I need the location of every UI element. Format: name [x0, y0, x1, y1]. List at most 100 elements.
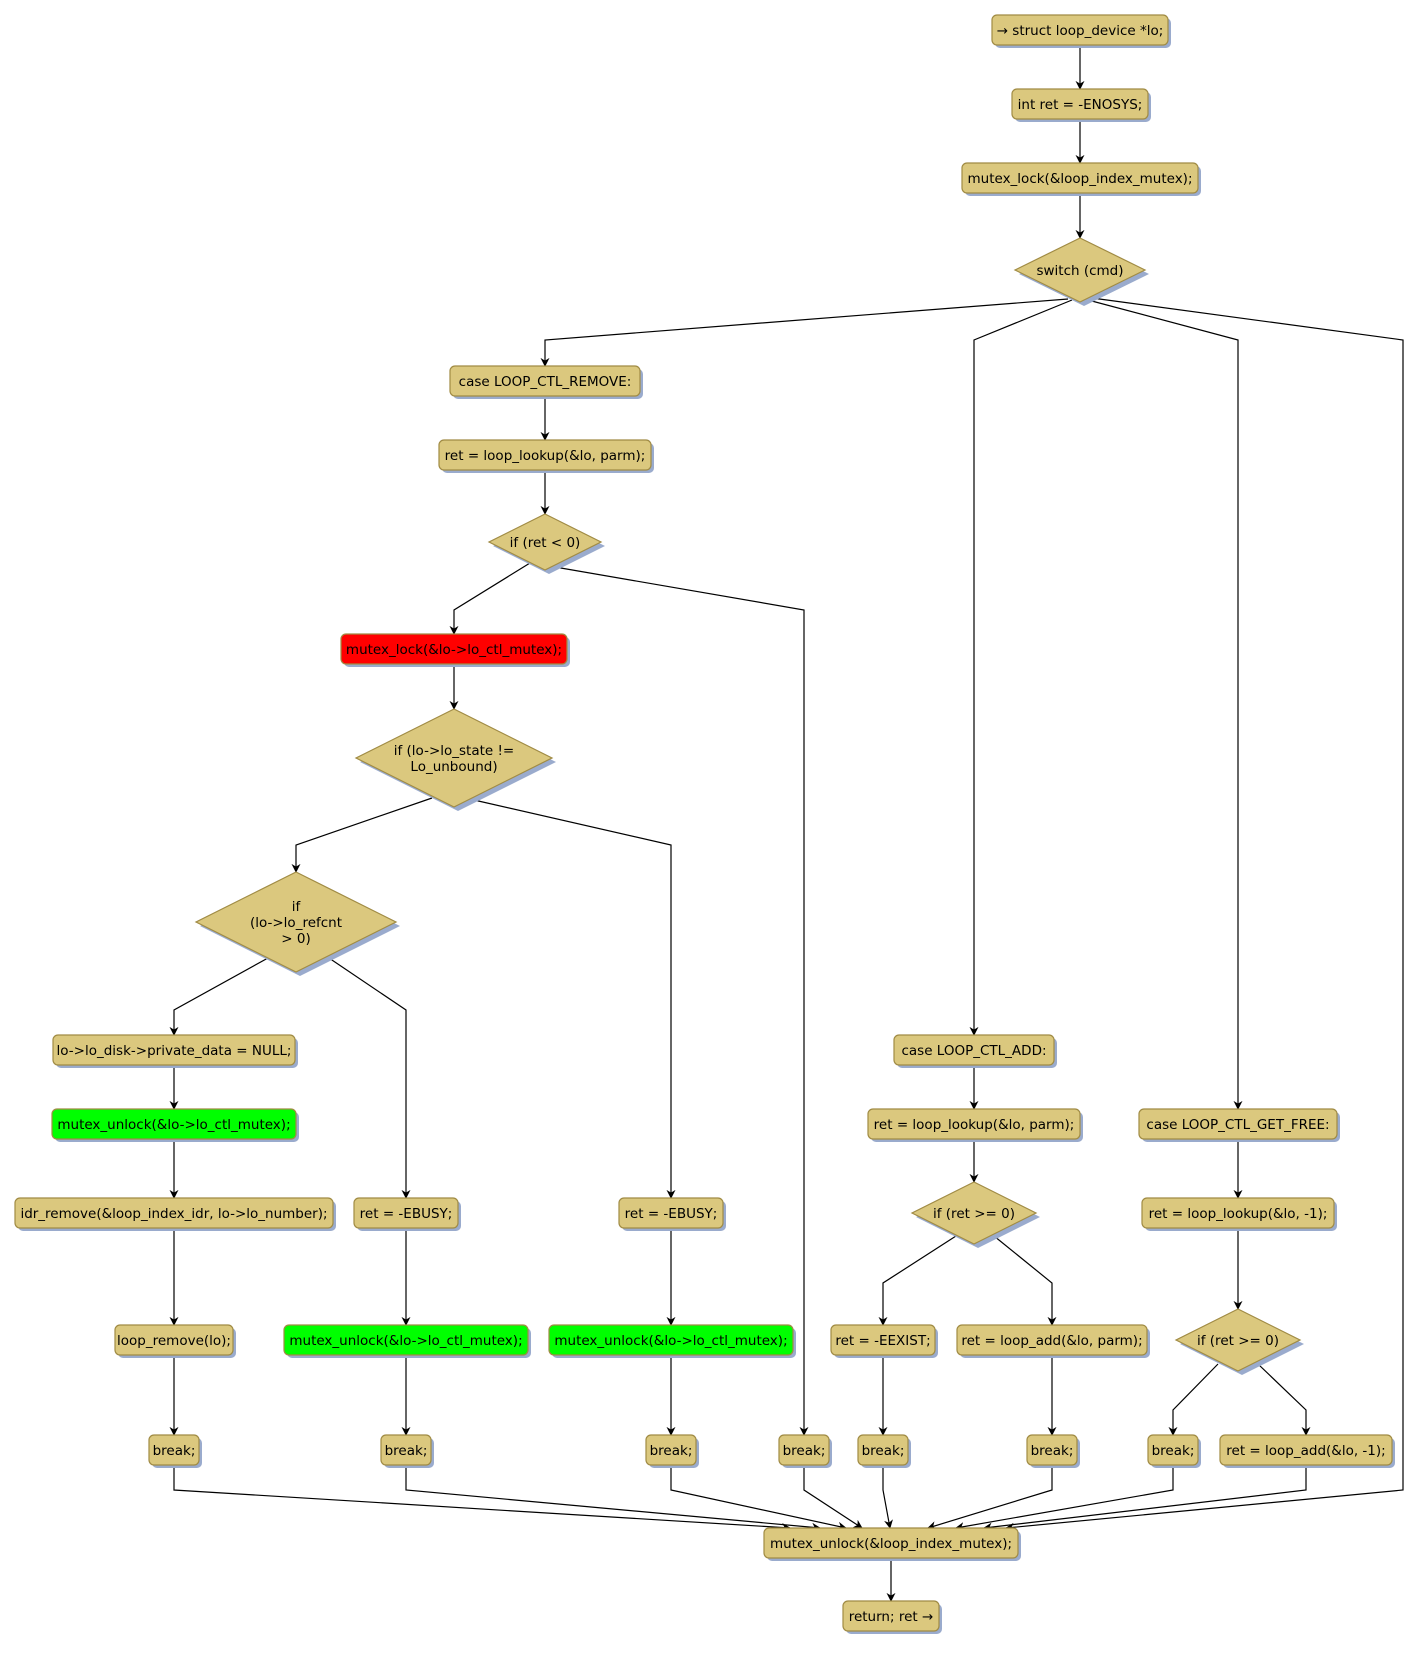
- edge-arrow: [173, 1465, 791, 1532]
- node-label: return; ret →: [849, 1609, 934, 1625]
- decision-shape: [194, 871, 398, 973]
- node-label: ret = -EBUSY;: [625, 1206, 718, 1222]
- node-box: [340, 633, 568, 665]
- edge-arrow: [1257, 1363, 1311, 1436]
- node-label: break;: [862, 1443, 905, 1459]
- node-label: case LOOP_CTL_REMOVE:: [459, 374, 632, 390]
- node-remove-lookup: ret = loop_lookup(&lo, parm);: [438, 439, 654, 473]
- edge-arrow: [169, 957, 269, 1036]
- node-label: ret = -EBUSY;: [360, 1206, 453, 1222]
- node-label: mutex_lock(&loop_index_mutex);: [968, 171, 1193, 187]
- node-box: [842, 1600, 940, 1632]
- decision-label: if (ret >= 0): [933, 1206, 1015, 1222]
- node-label: ret = loop_lookup(&lo, parm);: [445, 448, 646, 464]
- edge-arrow: [803, 1465, 863, 1529]
- node-start: → struct loop_device *lo;: [991, 14, 1171, 48]
- node-label: mutex_lock(&lo->lo_ctl_mutex);: [346, 642, 562, 658]
- node-break-5: break;: [857, 1434, 911, 1468]
- edge-arrow: [955, 1465, 1174, 1532]
- node-case-add: case LOOP_CTL_ADD:: [893, 1034, 1057, 1068]
- node-box: [857, 1434, 909, 1466]
- node-box: [438, 439, 652, 471]
- decision-if-refcnt: if(lo->lo_refcnt> 0): [194, 871, 400, 976]
- decision-if-state: if (lo->lo_state !=Lo_unbound): [354, 708, 556, 811]
- decision-shape: [487, 513, 603, 571]
- node-init-ret: int ret = -ENOSYS;: [1011, 88, 1151, 122]
- node-add-parm: ret = loop_add(&lo, parm);: [956, 1324, 1150, 1358]
- node-box: [991, 14, 1169, 46]
- node-unlock-index: mutex_unlock(&loop_index_mutex);: [763, 1527, 1021, 1561]
- edge-arrow: [927, 1465, 1053, 1530]
- node-unlock-ctl-3: mutex_unlock(&lo->lo_ctl_mutex);: [548, 1324, 796, 1358]
- node-return: return; ret →: [842, 1600, 942, 1634]
- edge-arrow: [325, 955, 411, 1199]
- node-label: mutex_unlock(&lo->lo_ctl_mutex);: [289, 1333, 522, 1349]
- node-label: int ret = -ENOSYS;: [1018, 97, 1143, 113]
- node-box: [380, 1434, 432, 1466]
- node-label: ret = loop_lookup(&lo, -1);: [1149, 1206, 1328, 1222]
- node-break-2: break;: [380, 1434, 434, 1468]
- node-box: [1147, 1434, 1199, 1466]
- edge-arrow: [540, 298, 1069, 367]
- node-box: [893, 1034, 1055, 1066]
- node-label: break;: [153, 1443, 196, 1459]
- node-free-lookup: ret = loop_lookup(&lo, -1);: [1141, 1197, 1337, 1231]
- decision-shape: [910, 1181, 1038, 1245]
- edge-arrow: [405, 1465, 821, 1532]
- node-label: ret = loop_lookup(&lo, parm);: [874, 1117, 1075, 1133]
- node-break-4: break;: [778, 1434, 832, 1468]
- decision-if-ret-lt0: if (ret < 0): [487, 513, 605, 574]
- decision-label: > 0): [281, 931, 310, 947]
- decision-switch: switch (cmd): [1013, 237, 1149, 306]
- node-box: [52, 1034, 296, 1066]
- node-unlock-ctl-2: mutex_unlock(&lo->lo_ctl_mutex);: [283, 1324, 531, 1358]
- decision-label: (lo->lo_refcnt: [250, 915, 342, 931]
- node-label: mutex_unlock(&lo->lo_ctl_mutex);: [554, 1333, 787, 1349]
- decision-if-free-ge0: if (ret >= 0): [1174, 1308, 1304, 1375]
- decision-label: if (ret >= 0): [1197, 1333, 1279, 1349]
- decision-label: if (lo->lo_state !=: [394, 743, 514, 759]
- edge-arrow: [1168, 1363, 1219, 1436]
- node-box: [14, 1197, 334, 1229]
- node-add-lookup: ret = loop_lookup(&lo, parm);: [867, 1108, 1083, 1142]
- node-label: ret = loop_add(&lo, parm);: [961, 1333, 1142, 1349]
- node-box: [1026, 1434, 1078, 1466]
- node-label: mutex_unlock(&lo->lo_ctl_mutex);: [57, 1117, 290, 1133]
- decision-if-add-ge0: if (ret >= 0): [910, 1181, 1040, 1248]
- edge-arrow: [1087, 299, 1243, 1110]
- edges: [169, 45, 1404, 1602]
- edge-arrow: [878, 1235, 957, 1326]
- node-box: [763, 1527, 1019, 1559]
- node-box: [956, 1324, 1148, 1356]
- node-label: break;: [1152, 1443, 1195, 1459]
- decision-label: switch (cmd): [1036, 263, 1123, 279]
- node-eexist: ret = -EEXIST;: [830, 1324, 938, 1358]
- node-label: break;: [1031, 1443, 1074, 1459]
- node-label: loop_remove(lo);: [117, 1333, 231, 1349]
- edge-arrow: [1005, 297, 1404, 1532]
- node-box: [618, 1197, 724, 1229]
- edge-arrow: [993, 1235, 1057, 1326]
- node-box: [778, 1434, 830, 1466]
- node-label: case LOOP_CTL_ADD:: [901, 1043, 1046, 1059]
- node-label: mutex_unlock(&loop_index_mutex);: [770, 1536, 1012, 1552]
- node-loop-remove: loop_remove(lo);: [114, 1324, 236, 1358]
- decision-label: if (ret < 0): [510, 535, 581, 551]
- decision-label: Lo_unbound): [410, 759, 497, 775]
- node-box: [1011, 88, 1149, 120]
- edge-arrow: [473, 799, 676, 1199]
- node-ebusy-2: ret = -EBUSY;: [618, 1197, 726, 1231]
- node-idr-remove: idr_remove(&loop_index_idr, lo->lo_numbe…: [14, 1197, 336, 1231]
- node-box: [1219, 1434, 1393, 1466]
- node-box: [1138, 1108, 1338, 1140]
- node-lock-index: mutex_lock(&loop_index_mutex);: [961, 162, 1201, 196]
- node-add-minus1: ret = loop_add(&lo, -1);: [1219, 1434, 1395, 1468]
- node-label: break;: [783, 1443, 826, 1459]
- node-lock-ctl: mutex_lock(&lo->lo_ctl_mutex);: [340, 633, 570, 667]
- node-box: [961, 162, 1199, 194]
- edge-arrow: [983, 1465, 1307, 1532]
- node-label: → struct loop_device *lo;: [997, 23, 1164, 39]
- node-box: [449, 365, 641, 397]
- node-break-3: break;: [645, 1434, 699, 1468]
- node-box: [548, 1324, 794, 1356]
